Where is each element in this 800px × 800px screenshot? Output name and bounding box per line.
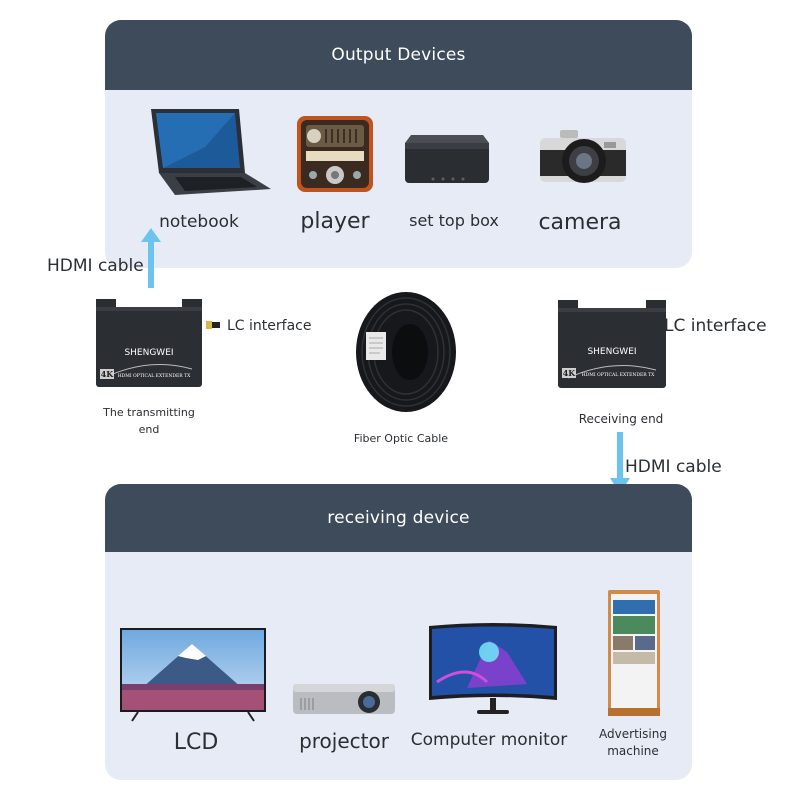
advertising-label-line2: machine	[607, 744, 659, 758]
svg-text:HDMI OPTICAL EXTENDER TX: HDMI OPTICAL EXTENDER TX	[582, 372, 655, 378]
lc-interface-label-left: LC interface	[227, 318, 312, 334]
device-label-notebook: notebook	[159, 212, 239, 232]
monitor-icon	[429, 623, 557, 714]
transmitter-brand: SHENGWEI	[124, 348, 173, 358]
receiver-label: Receiving end	[578, 412, 664, 426]
device-label-lcd: LCD	[173, 730, 219, 755]
lc-connector-icon	[206, 321, 220, 329]
lc-interface-label-right: LC interface	[664, 316, 767, 336]
set-top-box-icon	[405, 135, 489, 183]
transmitter-device: SHENGWEI 4K HDMI OPTICAL EXTENDER TX	[96, 299, 202, 387]
transmitter-label-line2: end	[138, 423, 160, 436]
output-devices-header: Output Devices	[105, 20, 692, 90]
radio-player-icon	[297, 116, 373, 192]
svg-text:HDMI OPTICAL EXTENDER TX: HDMI OPTICAL EXTENDER TX	[118, 373, 191, 379]
device-label-camera: camera	[538, 210, 622, 235]
transmitter-label-line1: The transmitting	[103, 406, 195, 419]
svg-text:4K: 4K	[563, 368, 577, 378]
device-label-set-top-box: set top box	[409, 211, 499, 230]
receiver-device: SHENGWEI 4K HDMI OPTICAL EXTENDER TX	[558, 300, 666, 388]
receiving-device-header: receiving device	[105, 484, 692, 552]
device-label-advertising-machine: Advertising machine	[599, 726, 667, 760]
hdmi-cable-label-left: HDMI cable	[47, 256, 144, 276]
advertising-kiosk-icon	[608, 590, 660, 716]
device-label-computer-monitor: Computer monitor	[410, 730, 568, 750]
svg-text:4K: 4K	[101, 369, 115, 379]
transmitter-label: The transmitting end	[103, 404, 195, 438]
device-label-projector: projector	[299, 729, 389, 753]
projector-icon	[293, 684, 395, 714]
fiber-optic-cable-icon	[356, 292, 456, 412]
hdmi-arrow-up-icon	[141, 228, 161, 288]
notebook-icon	[151, 109, 271, 195]
device-label-player: player	[300, 209, 370, 234]
hdmi-cable-label-right: HDMI cable	[625, 457, 722, 477]
advertising-label-line1: Advertising	[599, 727, 667, 741]
camera-icon	[540, 130, 626, 183]
receiver-brand: SHENGWEI	[587, 347, 636, 357]
lcd-tv-icon	[120, 628, 266, 722]
fiber-optic-cable-label: Fiber Optic Cable	[353, 432, 449, 445]
